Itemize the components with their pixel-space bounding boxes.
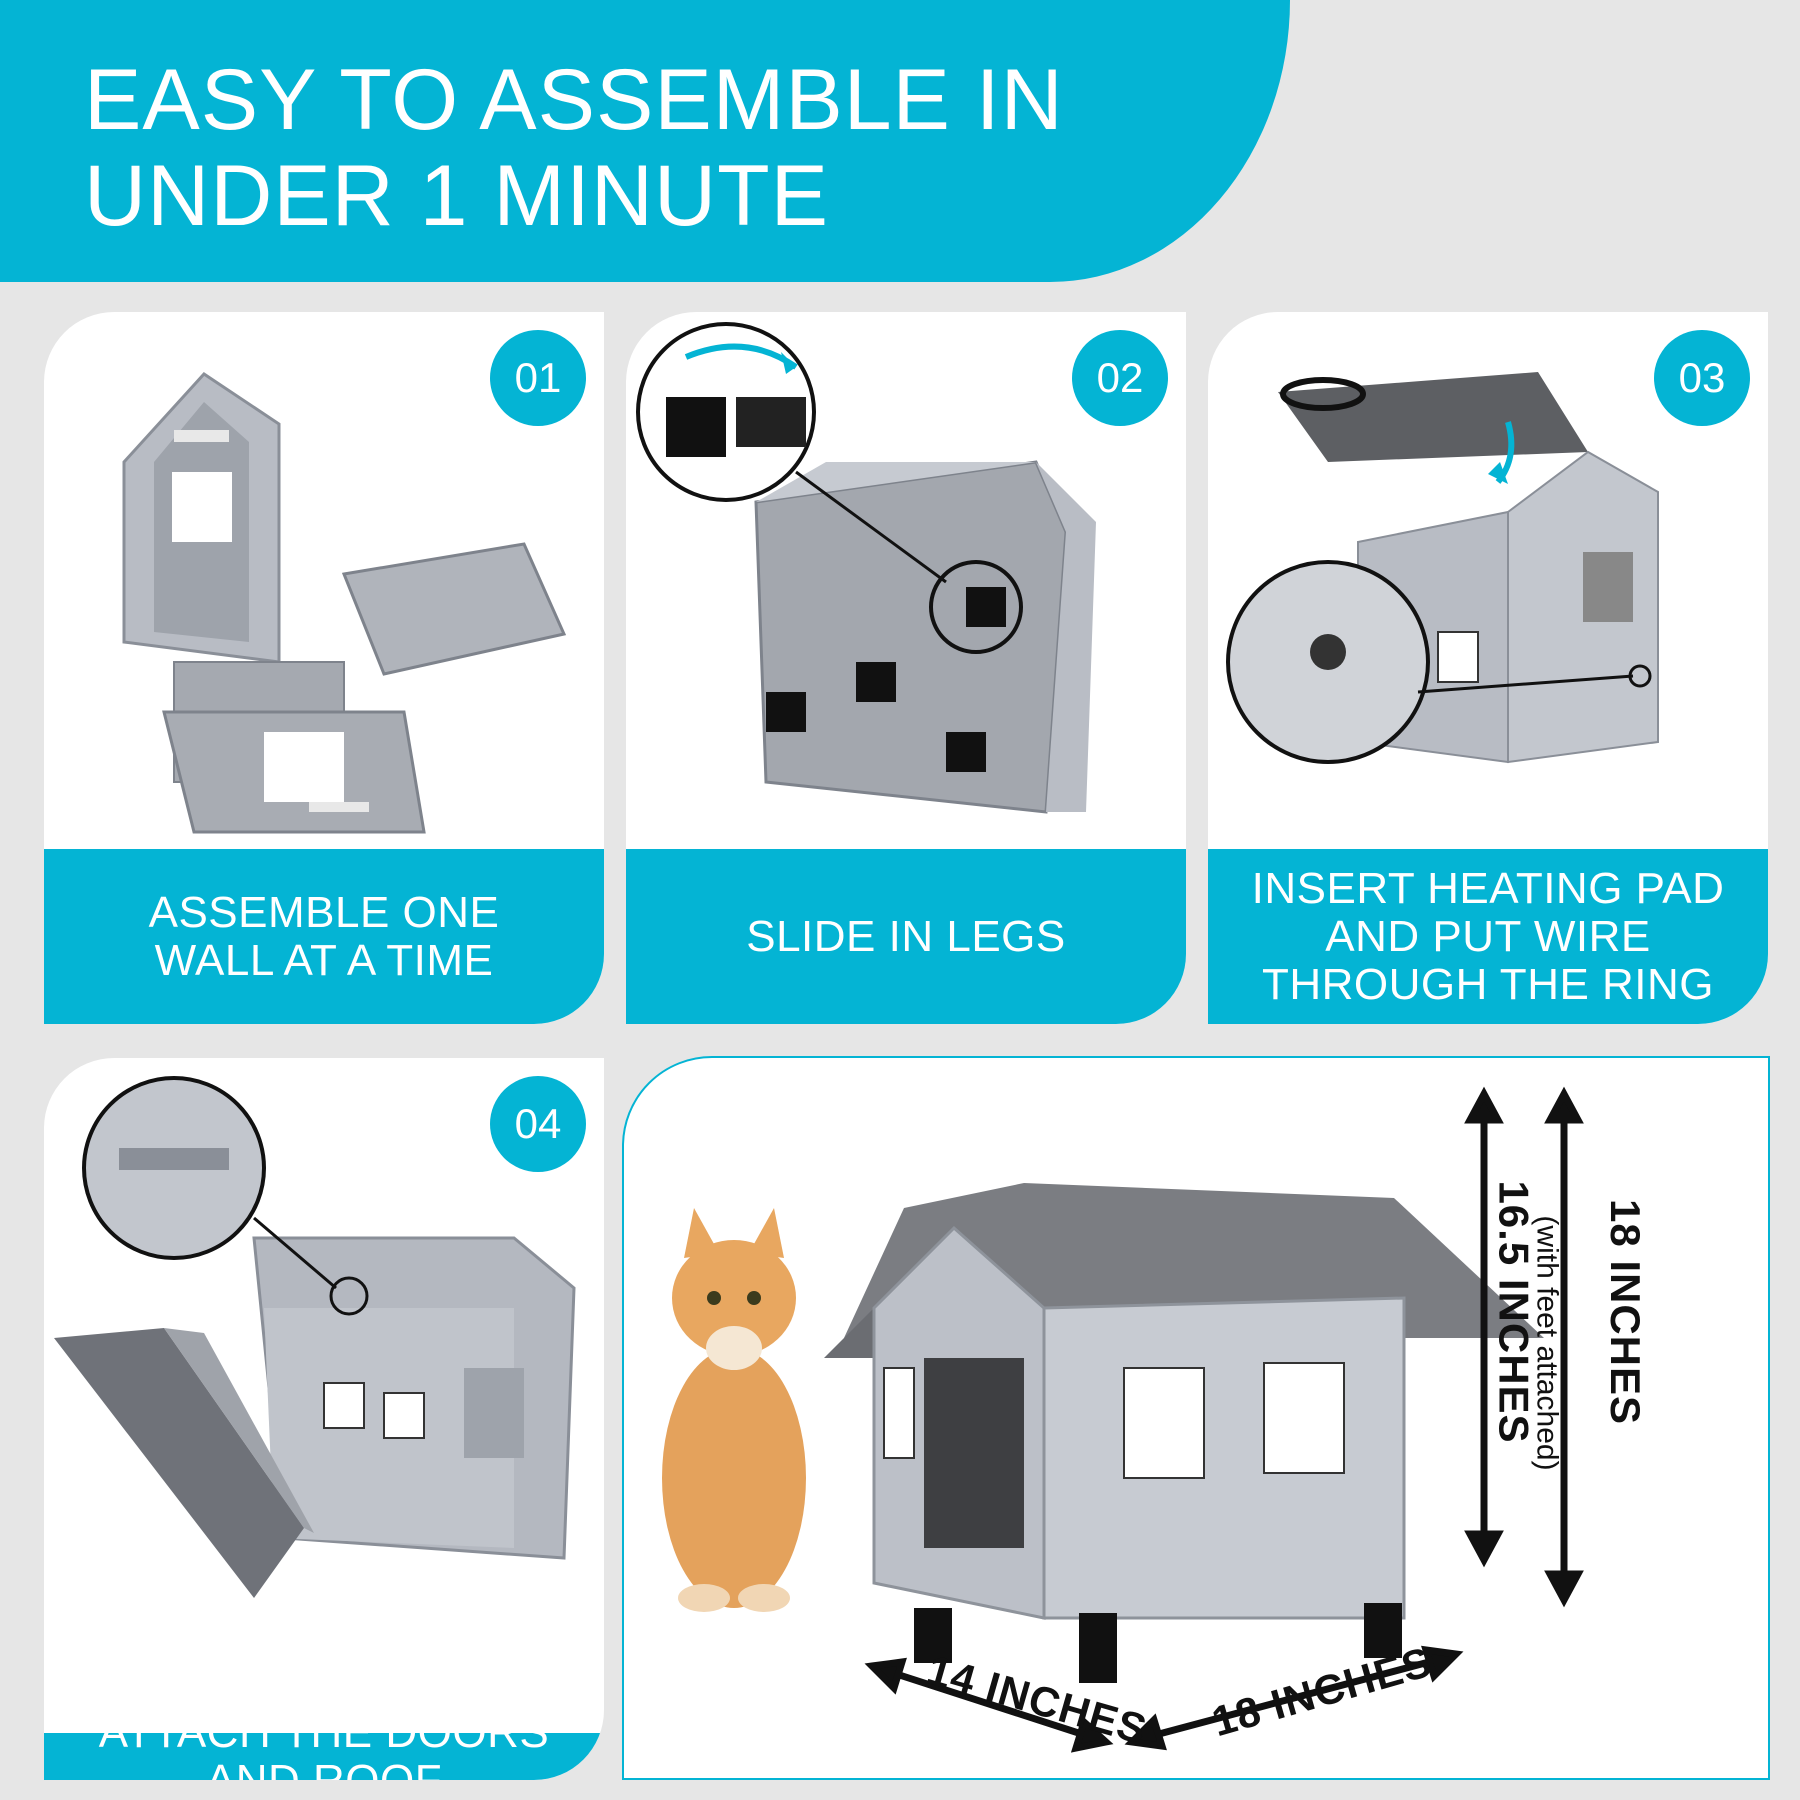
heating-pad-insert-image <box>1226 372 1659 764</box>
cat-house-photo <box>824 1183 1544 1683</box>
attach-doors-roof-image <box>54 1076 576 1598</box>
step-caption: SLIDE IN LEGS <box>626 849 1186 1024</box>
orange-cat-photo <box>662 1208 806 1612</box>
slide-in-legs-image <box>636 322 1096 814</box>
height-with-feet-label: 18 INCHES <box>1602 1198 1650 1426</box>
step-caption: INSERT HEATING PAD AND PUT WIRE THROUGH … <box>1208 849 1768 1024</box>
step-card-2: 02 SLIDE IN LEGS <box>626 312 1186 1024</box>
step-number-badge: 03 <box>1654 330 1750 426</box>
dimension-arrows <box>864 1086 1584 1753</box>
dimensions-card: 14 INCHES 18 INCHES 16.5 INCHES 18 INCHE… <box>622 1056 1770 1780</box>
header-banner: EASY TO ASSEMBLE IN UNDER 1 MINUTE <box>0 0 1290 282</box>
step-card-4: 04 ATTACH THE DOORS AND ROOF <box>44 1058 604 1780</box>
step-caption: ATTACH THE DOORS AND ROOF <box>44 1708 604 1780</box>
folded-house-walls-image <box>122 372 567 834</box>
step-number-badge: 01 <box>490 330 586 426</box>
step-card-3: 03 INSERT HEATING PAD AND PUT WIRE THROU… <box>1208 312 1768 1024</box>
cat-house-dimensions-image <box>662 1086 1584 1753</box>
step-number-badge: 02 <box>1072 330 1168 426</box>
step-caption: ASSEMBLE ONE WALL AT A TIME <box>44 849 604 1024</box>
step-number-badge: 04 <box>490 1076 586 1172</box>
step-card-1: 01 ASSEMBLE ONE WALL AT A TIME <box>44 312 604 1024</box>
page-title: EASY TO ASSEMBLE IN UNDER 1 MINUTE <box>84 52 1064 244</box>
height-with-feet-note: (with feet attached) <box>1530 1215 1564 1471</box>
